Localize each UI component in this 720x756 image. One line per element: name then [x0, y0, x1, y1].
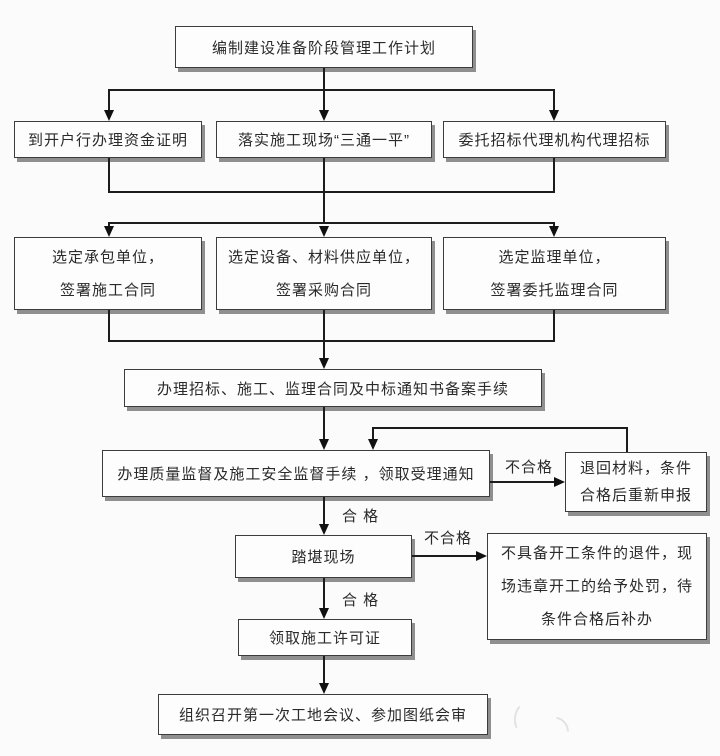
- arrow-down-icon: [319, 439, 329, 450]
- flow-line: [412, 555, 477, 557]
- node-site-preparation-label: 落实施工现场“三通一平”: [238, 132, 410, 149]
- flow-line: [108, 89, 555, 91]
- node-site-survey-label: 踏堪现场: [291, 549, 356, 566]
- flow-line: [323, 656, 325, 684]
- flow-line: [323, 497, 325, 525]
- node-select-contractor-line2: 签署施工合同: [59, 281, 156, 299]
- node-select-supplier-line2: 签署采购合同: [275, 281, 372, 299]
- edge-label-fail: 不合格: [424, 530, 473, 547]
- node-funds-certificate: 到开户行办理资金证明: [14, 121, 202, 158]
- flow-line: [108, 89, 110, 111]
- flow-line: [626, 427, 628, 452]
- flow-line: [323, 310, 325, 342]
- node-select-contractor: 选定承包单位， 签署施工合同: [14, 237, 202, 310]
- flow-line: [108, 222, 110, 228]
- flow-line: [372, 427, 374, 440]
- edge-label-pass: 合 格: [342, 508, 380, 525]
- flow-line: [372, 427, 628, 429]
- node-select-supervisor-line1: 选定监理单位，: [498, 248, 611, 266]
- arrow-down-icon: [549, 226, 559, 237]
- node-select-supplier: 选定设备、材料供应单位， 签署采购合同: [216, 237, 432, 310]
- node-construction-permit: 领取施工许可证: [238, 619, 412, 656]
- arrow-down-icon: [319, 110, 329, 121]
- arrow-down-icon: [319, 608, 329, 619]
- node-return-materials-line2: 合格后重新申报: [579, 487, 692, 504]
- node-plan: 编制建设准备阶段管理工作计划: [175, 26, 473, 68]
- node-select-supervisor: 选定监理单位， 签署委托监理合同: [443, 237, 666, 310]
- node-reject-case: 不具备开工条件的退件，现 场违章开工的给予处罚，待 条件合格后补办: [487, 533, 707, 640]
- flow-line: [553, 158, 555, 193]
- arrow-down-icon: [319, 524, 329, 535]
- edge-label-pass: 合 格: [342, 592, 380, 609]
- node-quality-supervision-label: 办理质量监督及施工安全监督手续 ，领取受理通知: [117, 466, 475, 483]
- arrow-down-icon: [319, 358, 329, 369]
- node-select-supervisor-line2: 签署委托监理合同: [490, 281, 619, 299]
- watermark-arc: [512, 701, 536, 735]
- arrow-down-icon: [104, 226, 114, 237]
- flow-line: [108, 310, 110, 342]
- arrow-down-icon: [368, 439, 378, 450]
- flow-line: [323, 578, 325, 609]
- flow-line: [553, 310, 555, 342]
- node-return-materials-line1: 退回材料，条件: [579, 460, 692, 477]
- node-bidding-agency-label: 委托招标代理机构代理招标: [458, 132, 651, 149]
- flow-line: [323, 407, 325, 440]
- node-quality-supervision: 办理质量监督及施工安全监督手续 ，领取受理通知: [102, 450, 490, 497]
- node-reject-case-line2: 场违章开工的给予处罚，待: [500, 578, 693, 595]
- node-site-survey: 踏堪现场: [235, 535, 412, 578]
- arrow-right-icon: [476, 551, 487, 561]
- flow-line: [490, 481, 555, 483]
- flow-line: [553, 222, 555, 228]
- watermark-arc: [540, 711, 574, 747]
- node-first-site-meeting: 组织召开第一次工地会议、参加图纸会审: [158, 694, 488, 735]
- node-return-materials: 退回材料，条件 合格后重新申报: [565, 452, 707, 512]
- edge-label-fail: 不合格: [505, 459, 554, 476]
- node-contract-filing-label: 办理招标、施工、监理合同及中标通知书备案手续: [156, 380, 509, 398]
- flow-line: [323, 340, 325, 359]
- node-plan-label: 编制建设准备阶段管理工作计划: [211, 39, 436, 57]
- arrow-down-icon: [319, 226, 329, 237]
- node-select-supplier-line1: 选定设备、材料供应单位，: [227, 248, 420, 266]
- arrow-down-icon: [549, 110, 559, 121]
- flow-line: [108, 158, 110, 193]
- node-bidding-agency: 委托招标代理机构代理招标: [443, 121, 666, 158]
- flow-line: [108, 340, 555, 342]
- node-reject-case-line3: 条件合格后补办: [540, 611, 653, 628]
- arrow-down-icon: [104, 110, 114, 121]
- node-contract-filing: 办理招标、施工、监理合同及中标通知书备案手续: [124, 369, 542, 407]
- flow-line: [323, 89, 325, 111]
- arrow-right-icon: [554, 477, 565, 487]
- flow-line: [108, 191, 555, 193]
- node-first-site-meeting-label: 组织召开第一次工地会议、参加图纸会审: [178, 707, 467, 724]
- flow-line: [108, 222, 555, 224]
- node-funds-certificate-label: 到开户行办理资金证明: [27, 132, 188, 149]
- node-site-preparation: 落实施工现场“三通一平”: [216, 121, 432, 158]
- arrow-down-icon: [319, 683, 329, 694]
- node-reject-case-line1: 不具备开工条件的退件，现: [500, 545, 693, 562]
- flow-line: [553, 89, 555, 111]
- node-construction-permit-label: 领取施工许可证: [268, 630, 381, 647]
- node-select-contractor-line1: 选定承包单位，: [51, 248, 164, 266]
- flow-line: [323, 68, 325, 90]
